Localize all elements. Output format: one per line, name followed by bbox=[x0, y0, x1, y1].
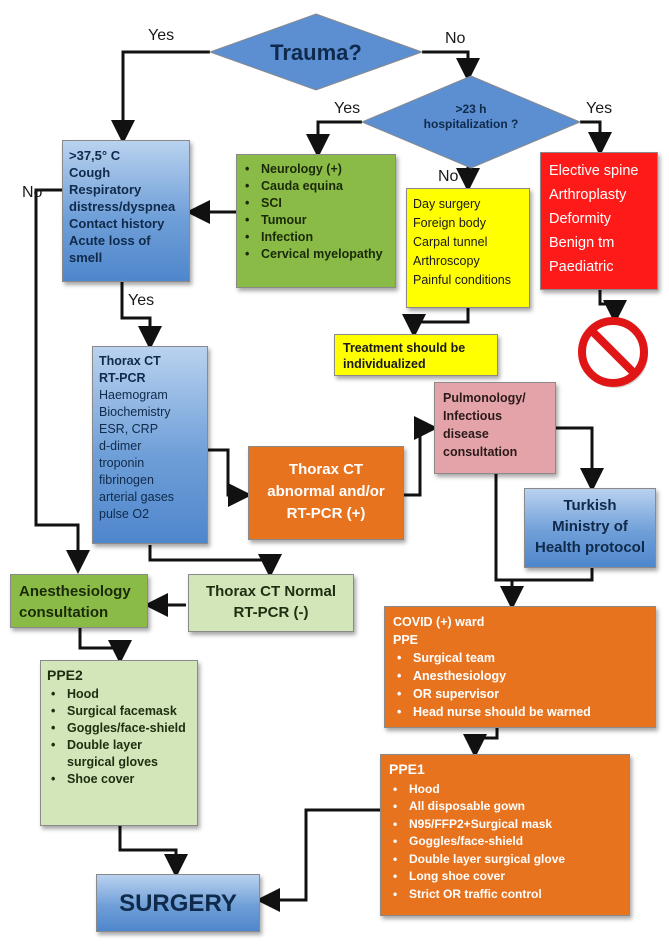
elective-item: Deformity bbox=[549, 211, 612, 227]
test-item: Haemogram bbox=[99, 388, 168, 402]
arrow-abnormal-to-pulmonology bbox=[404, 416, 438, 497]
hospitalization-no-label: No bbox=[438, 168, 459, 185]
anesthesiology-box: Anesthesiology consultation bbox=[10, 574, 148, 628]
arrow-ppe2-to-surgery bbox=[118, 826, 188, 878]
ministry-box: Turkish Ministry of Health protocol bbox=[524, 488, 656, 568]
arrow-trauma-no bbox=[422, 50, 480, 82]
symptom-item: Acute loss of smell bbox=[69, 233, 151, 265]
ppe1-item: Goggles/face-shield bbox=[389, 833, 621, 851]
day-surgery-box: Day surgery Foreign body Carpal tunnel A… bbox=[406, 188, 530, 308]
covid-ward-item: OR supervisor bbox=[393, 685, 647, 703]
arrow-pulmonology-to-ministry bbox=[556, 426, 604, 492]
arrow-hosp-yes-left bbox=[306, 120, 362, 158]
surgery-box: SURGERY bbox=[96, 874, 260, 932]
neurology-box: Neurology (+) Cauda equina SCI Tumour In… bbox=[236, 154, 396, 288]
elective-item: Elective spine bbox=[549, 163, 639, 179]
ppe1-item: N95/FFP2+Surgical mask bbox=[389, 816, 621, 834]
arrow-ministry-to-covid bbox=[512, 568, 594, 582]
no-entry-sign-icon bbox=[578, 317, 648, 388]
ppe2-item: Surgical facemask bbox=[47, 703, 191, 720]
symptoms-box: >37,5° C Cough Respiratory distress/dysp… bbox=[62, 140, 190, 282]
elective-item: Arthroplasty bbox=[549, 187, 627, 203]
ppe2-box: PPE2 Hood Surgical facemask Goggles/face… bbox=[40, 660, 198, 826]
tests-box: Thorax CT RT-PCR Haemogram Biochemistry … bbox=[92, 346, 208, 544]
ppe2-title: PPE2 bbox=[47, 667, 83, 683]
arrow-pulmonology-to-covid bbox=[494, 474, 524, 610]
tests-heading: Thorax CT bbox=[99, 354, 161, 368]
test-item: fibrinogen bbox=[99, 473, 154, 487]
ppe2-item: Goggles/face-shield bbox=[47, 720, 191, 737]
arrow-day-to-individualized bbox=[402, 308, 470, 338]
covid-ward-item: Anesthesiology bbox=[393, 667, 647, 685]
test-item: troponin bbox=[99, 456, 145, 470]
symptoms-yes-label: Yes bbox=[128, 292, 155, 309]
arrow-anesthesiology-to-ppe2 bbox=[78, 628, 132, 664]
arrow-ppe1-to-surgery bbox=[256, 808, 380, 912]
symptom-item: Contact history bbox=[69, 216, 165, 231]
day-surgery-item: Foreign body bbox=[413, 216, 486, 230]
trauma-yes-label: Yes bbox=[148, 27, 175, 44]
neurology-item: Tumour bbox=[241, 212, 391, 229]
hospitalization-yes-right-label: Yes bbox=[586, 100, 613, 117]
day-surgery-item: Painful conditions bbox=[413, 273, 511, 287]
arrow-tests-to-normal bbox=[148, 545, 282, 578]
ppe1-item: Hood bbox=[389, 781, 621, 799]
arrow-trauma-yes bbox=[111, 50, 210, 144]
elective-item: Paediatric bbox=[549, 259, 614, 275]
ppe1-item: Strict OR traffic control bbox=[389, 886, 621, 904]
covid-ward-subtitle: PPE bbox=[393, 633, 419, 647]
neurology-item: SCI bbox=[241, 195, 391, 212]
arrow-covid-to-ppe1 bbox=[463, 728, 499, 758]
hospitalization-decision-label: >23 h hospitalization ? bbox=[423, 102, 519, 131]
normal-box: Thorax CT Normal RT-PCR (-) bbox=[188, 574, 354, 632]
ppe1-item: Double layer surgical glove bbox=[389, 851, 621, 869]
test-item: d-dimer bbox=[99, 439, 142, 453]
ppe2-item: Double layer surgical gloves bbox=[47, 737, 191, 771]
pulmonology-box: Pulmonology/ Infectious disease consulta… bbox=[434, 382, 556, 474]
symptoms-no-label: No bbox=[22, 184, 43, 201]
day-surgery-item: Arthroscopy bbox=[413, 254, 480, 268]
ppe2-item: Shoe cover bbox=[47, 771, 191, 788]
neurology-item: Cauda equina bbox=[241, 178, 391, 195]
test-item: arterial gases bbox=[99, 490, 175, 504]
covid-ward-item: Surgical team bbox=[393, 649, 647, 667]
elective-box: Elective spine Arthroplasty Deformity Be… bbox=[540, 152, 658, 290]
covid-ward-item: Head nurse should be warned bbox=[393, 703, 647, 721]
arrow-tests-to-abnormal bbox=[208, 448, 252, 507]
tests-heading: RT-PCR bbox=[99, 371, 146, 385]
abnormal-box: Thorax CT abnormal and/or RT-PCR (+) bbox=[248, 446, 404, 540]
symptom-item: Respiratory distress/dyspnea bbox=[69, 182, 176, 214]
neurology-item: Infection bbox=[241, 229, 391, 246]
arrow-symptoms-yes bbox=[120, 282, 162, 350]
test-item: pulse O2 bbox=[99, 507, 150, 521]
arrow-symptoms-no bbox=[34, 188, 90, 574]
ppe1-box: PPE1 Hood All disposable gown N95/FFP2+S… bbox=[380, 754, 630, 916]
day-surgery-item: Carpal tunnel bbox=[413, 235, 488, 249]
trauma-decision-diamond bbox=[208, 13, 424, 91]
covid-ward-box: COVID (+) ward PPE Surgical team Anesthe… bbox=[384, 606, 656, 728]
elective-item: Benign tm bbox=[549, 235, 615, 251]
day-surgery-item: Day surgery bbox=[413, 197, 481, 211]
covid-ward-title: COVID (+) ward bbox=[393, 615, 485, 629]
neurology-item: Cervical myelopathy bbox=[241, 246, 391, 263]
ppe2-item: Hood bbox=[47, 686, 191, 703]
neurology-item: Neurology (+) bbox=[241, 161, 391, 178]
test-item: Biochemistry bbox=[99, 405, 171, 419]
hospitalization-yes-left-label: Yes bbox=[334, 100, 361, 117]
ppe1-item: Long shoe cover bbox=[389, 868, 621, 886]
trauma-decision-label: Trauma? bbox=[270, 40, 362, 65]
symptom-item: Cough bbox=[69, 165, 111, 180]
individualized-box: Treatment should be individualized bbox=[334, 334, 498, 376]
test-item: ESR, CRP bbox=[99, 422, 159, 436]
ppe1-title: PPE1 bbox=[389, 761, 425, 777]
arrow-hosp-yes-right bbox=[580, 120, 612, 156]
trauma-no-label: No bbox=[445, 30, 466, 47]
symptom-item: >37,5° C bbox=[69, 148, 121, 163]
ppe1-item: All disposable gown bbox=[389, 798, 621, 816]
hospitalization-decision-diamond bbox=[360, 75, 582, 169]
arrow-elective-to-no bbox=[598, 290, 627, 324]
